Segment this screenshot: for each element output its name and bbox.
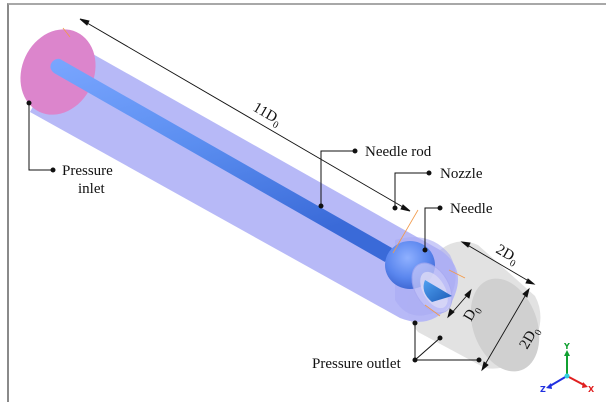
origin-point: [564, 373, 570, 379]
leader-nozzle: [392, 170, 432, 211]
dimension-outlet-diameter: [481, 287, 530, 372]
x-axis-line: [566, 375, 585, 386]
label-pressure-inlet: Pressure: [62, 163, 113, 179]
axis-triad: Y X Z: [540, 342, 595, 394]
label-pressure-inlet-2: inlet: [78, 181, 105, 197]
y-axis-label: Y: [563, 342, 570, 351]
dim-11d0-label: 11D0: [249, 100, 285, 132]
leader-pressure-outlet: [412, 320, 482, 363]
leader-pressure-inlet: [26, 100, 56, 173]
dimension-outlet-length: [460, 241, 536, 285]
label-needle: Needle: [450, 201, 493, 217]
label-nozzle: Nozzle: [440, 166, 483, 182]
figure-frame: [7, 3, 606, 402]
needle-rod: [50, 58, 393, 262]
dimension-11d0: [79, 18, 411, 212]
z-axis-label: Z: [540, 385, 546, 394]
needle-cone: [423, 280, 452, 302]
label-needle-rod: Needle rod: [365, 144, 432, 160]
dimension-nozzle-diameter: [447, 288, 472, 319]
y-axis-arrow-icon: [564, 350, 570, 356]
label-pressure-outlet: Pressure outlet: [312, 356, 402, 372]
dim-d0-label: D0: [461, 302, 485, 325]
leader-needle: [422, 205, 443, 253]
x-axis-label: X: [588, 385, 595, 394]
x-axis-arrow-icon: [582, 382, 588, 388]
construction-lines: [62, 27, 466, 317]
z-axis-arrow-icon: [546, 383, 552, 389]
leader-needle-rod: [318, 148, 358, 209]
z-axis-line: [549, 375, 568, 387]
